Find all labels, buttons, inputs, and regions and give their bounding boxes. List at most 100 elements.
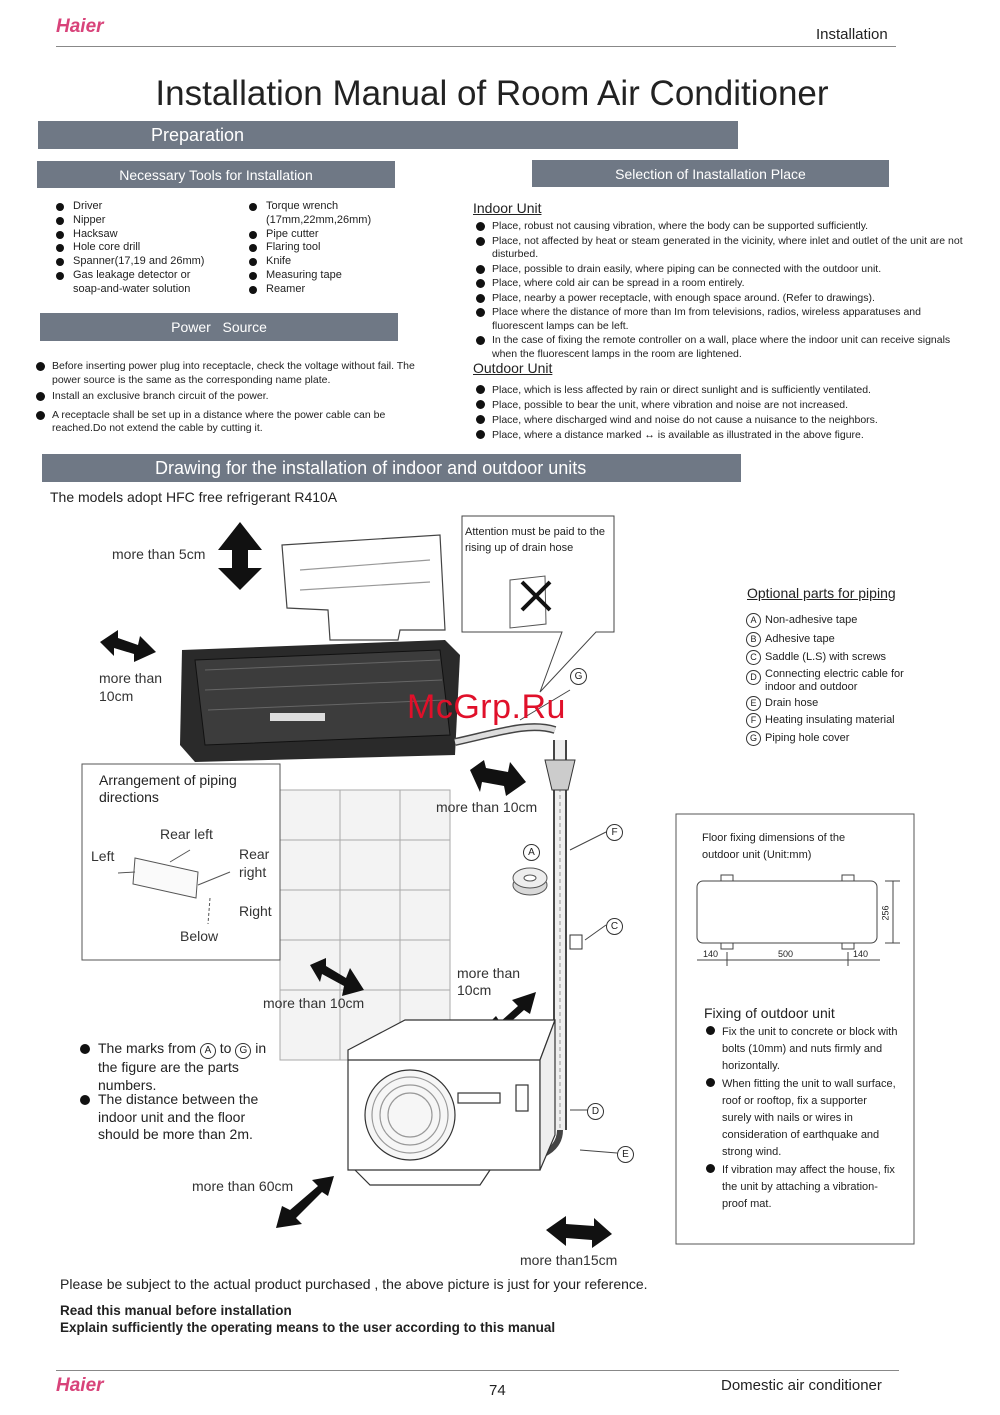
callout-d: D xyxy=(587,1103,604,1120)
mounting-plate xyxy=(281,534,446,641)
list-item: B Adhesive tape xyxy=(746,631,921,649)
optional-text: Connecting electric cable for indoor and… xyxy=(765,667,904,693)
label-wall-clearance: more than 10cm xyxy=(263,995,365,1011)
page-number: 74 xyxy=(489,1382,506,1399)
drawing-heading-label: Drawing for the installation of indoor a… xyxy=(155,458,587,478)
callout-f: F xyxy=(606,824,623,841)
dim-140-right: 140 xyxy=(853,949,869,959)
list-item: Gas leakage detector or soap-and-water s… xyxy=(56,269,213,297)
footer-right: Domestic air conditioner xyxy=(721,1377,882,1394)
dim-500: 500 xyxy=(778,949,794,959)
list-item: Flaring tool xyxy=(249,241,399,255)
list-item: Place, where a distance marked ↔ is avai… xyxy=(474,428,964,443)
list-item: In the case of fixing the remote control… xyxy=(474,334,964,361)
indoor-unit-drawing xyxy=(180,640,460,762)
label-rear-clearance: more than15cm xyxy=(520,1252,618,1268)
fixing-title: Fixing of outdoor unit xyxy=(704,1005,835,1021)
arrow-top xyxy=(218,522,262,590)
list-item: Place, possible to drain easily, where p… xyxy=(474,263,964,277)
attention-text: Attention must be paid to the rising up … xyxy=(465,526,606,554)
callout-c: C xyxy=(606,918,623,935)
indoor-unit-title: Indoor Unit xyxy=(473,200,542,216)
arr-rear-right-b: right xyxy=(239,864,267,880)
note-explain: Explain sufficiently the operating means… xyxy=(60,1320,556,1335)
marks-note: The marks from A to G in the figure are … xyxy=(80,1040,273,1094)
arr-rear-left: Rear left xyxy=(160,826,213,842)
list-item: Measuring tape xyxy=(249,269,399,283)
callout-g: G xyxy=(570,668,587,685)
watermark: McGrp.Ru xyxy=(407,688,566,726)
label-outdoor-right-b: 10cm xyxy=(457,982,492,998)
arrow-wall xyxy=(310,958,364,996)
power-heading: Power Source xyxy=(40,313,398,341)
arr-rear-right-a: Rear xyxy=(239,846,270,862)
list-item: Place, robust not causing vibration, whe… xyxy=(474,220,964,234)
arrangement-drawing xyxy=(117,849,231,925)
list-item: Place, which is less affected by rain or… xyxy=(474,383,964,398)
bullet xyxy=(80,1095,90,1105)
tape-roll xyxy=(512,867,548,896)
label-right-clearance: more than 10cm xyxy=(436,799,538,815)
drawing-heading: Drawing for the installation of indoor a… xyxy=(42,454,741,482)
selection-heading: Selection of Inastallation Place xyxy=(532,160,889,187)
outdoor-list: Place, which is less affected by rain or… xyxy=(474,383,964,443)
label-outdoor-right-a: more than xyxy=(457,965,521,981)
list-item: Pipe cutter xyxy=(249,228,399,242)
preparation-label: Preparation xyxy=(151,125,245,145)
note-read: Read this manual before installation xyxy=(60,1303,292,1318)
list-item: Place where the distance of more than Im… xyxy=(474,306,964,333)
footer-brand-logo: Haier xyxy=(56,1375,104,1396)
page-title: Installation Manual of Room Air Conditio… xyxy=(155,74,829,113)
list-item: Before inserting power plug into recepta… xyxy=(34,360,434,387)
arrow-front xyxy=(276,1176,334,1228)
optional-text: Heating insulating material xyxy=(765,714,895,726)
list-item: Nipper xyxy=(56,214,226,228)
list-item: Place, where discharged wind and noise d… xyxy=(474,413,964,428)
arr-below: Below xyxy=(180,928,219,944)
marks-note-text: in the figure are the parts numbers. xyxy=(98,1040,267,1093)
dim-140-left: 140 xyxy=(703,949,719,959)
label-left-clearance-a: more than xyxy=(99,670,163,686)
fixing-list: Fix the unit to concrete or block with b… xyxy=(704,1024,899,1213)
dim-256: 256 xyxy=(880,905,891,921)
callout-e: E xyxy=(617,1146,634,1163)
mark-b: B xyxy=(746,631,761,647)
preparation-bar: Preparation xyxy=(38,121,738,149)
optional-text: Drain hose xyxy=(765,696,819,709)
marks-note-text: to xyxy=(219,1040,232,1056)
outdoor-unit-drawing xyxy=(347,1019,556,1186)
footer-rule xyxy=(56,1370,899,1371)
bullet xyxy=(80,1044,90,1054)
arrow-left-indoor xyxy=(100,630,156,662)
arrangement-box xyxy=(81,763,281,961)
list-item: Place, where cold air can be spread in a… xyxy=(474,277,964,291)
indoor-list: Place, robust not causing vibration, whe… xyxy=(474,220,964,361)
distance-note-text: The distance between the indoor unit and… xyxy=(98,1091,259,1142)
list-item: Reamer xyxy=(249,283,399,297)
mark-d: D xyxy=(746,669,761,685)
optional-text: Adhesive tape xyxy=(765,632,835,645)
arr-left: Left xyxy=(91,848,115,864)
optional-text: Saddle (L.S) with screws xyxy=(765,651,887,663)
list-item: A receptacle shall be set up in a distan… xyxy=(34,409,434,436)
selection-heading-label: Selection of Inastallation Place xyxy=(615,166,806,182)
wall-tiles xyxy=(279,789,451,1061)
list-item: Torque wrench (17mm,22mm,26mm) xyxy=(249,200,386,228)
arrow-right-indoor xyxy=(470,760,526,796)
list-item: Driver xyxy=(56,200,226,214)
list-item: Hole core drill xyxy=(56,241,226,255)
list-item: Knife xyxy=(249,255,399,269)
mark-e: E xyxy=(746,695,761,711)
list-item: Hacksaw xyxy=(56,228,226,242)
outdoor-unit-title: Outdoor Unit xyxy=(473,360,553,376)
power-list: Before inserting power plug into recepta… xyxy=(34,360,434,436)
mark-g: G xyxy=(746,730,761,746)
list-item: Fix the unit to concrete or block with b… xyxy=(704,1024,899,1076)
label-top-clearance: more than 5cm xyxy=(112,546,206,562)
drawing-subtitle: The models adopt HFC free refrigerant R4… xyxy=(50,489,338,505)
arrow-rear xyxy=(546,1216,612,1248)
